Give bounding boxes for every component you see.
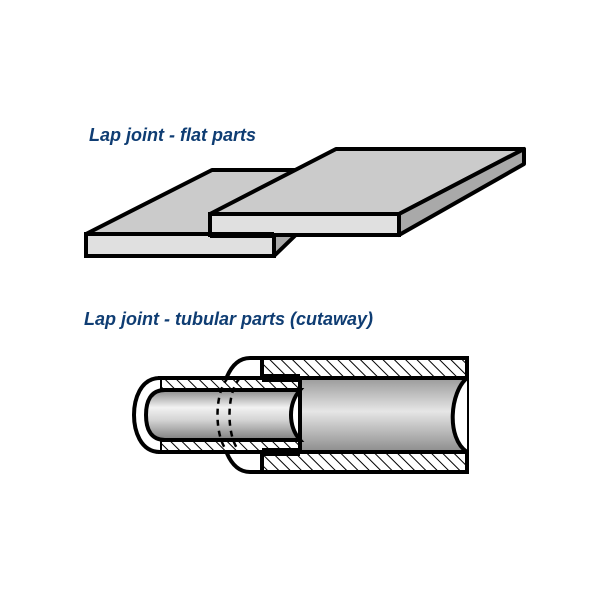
upper-plate	[208, 147, 526, 238]
tubular-lap-joint	[131, 356, 469, 474]
inner-tube	[131, 374, 305, 456]
caption-flat-parts: Lap joint - flat parts	[89, 125, 257, 145]
flat-lap-joint	[84, 147, 526, 258]
outer-tube	[217, 356, 469, 474]
caption-tubular-parts: Lap joint - tubular parts (cutaway)	[84, 309, 374, 329]
